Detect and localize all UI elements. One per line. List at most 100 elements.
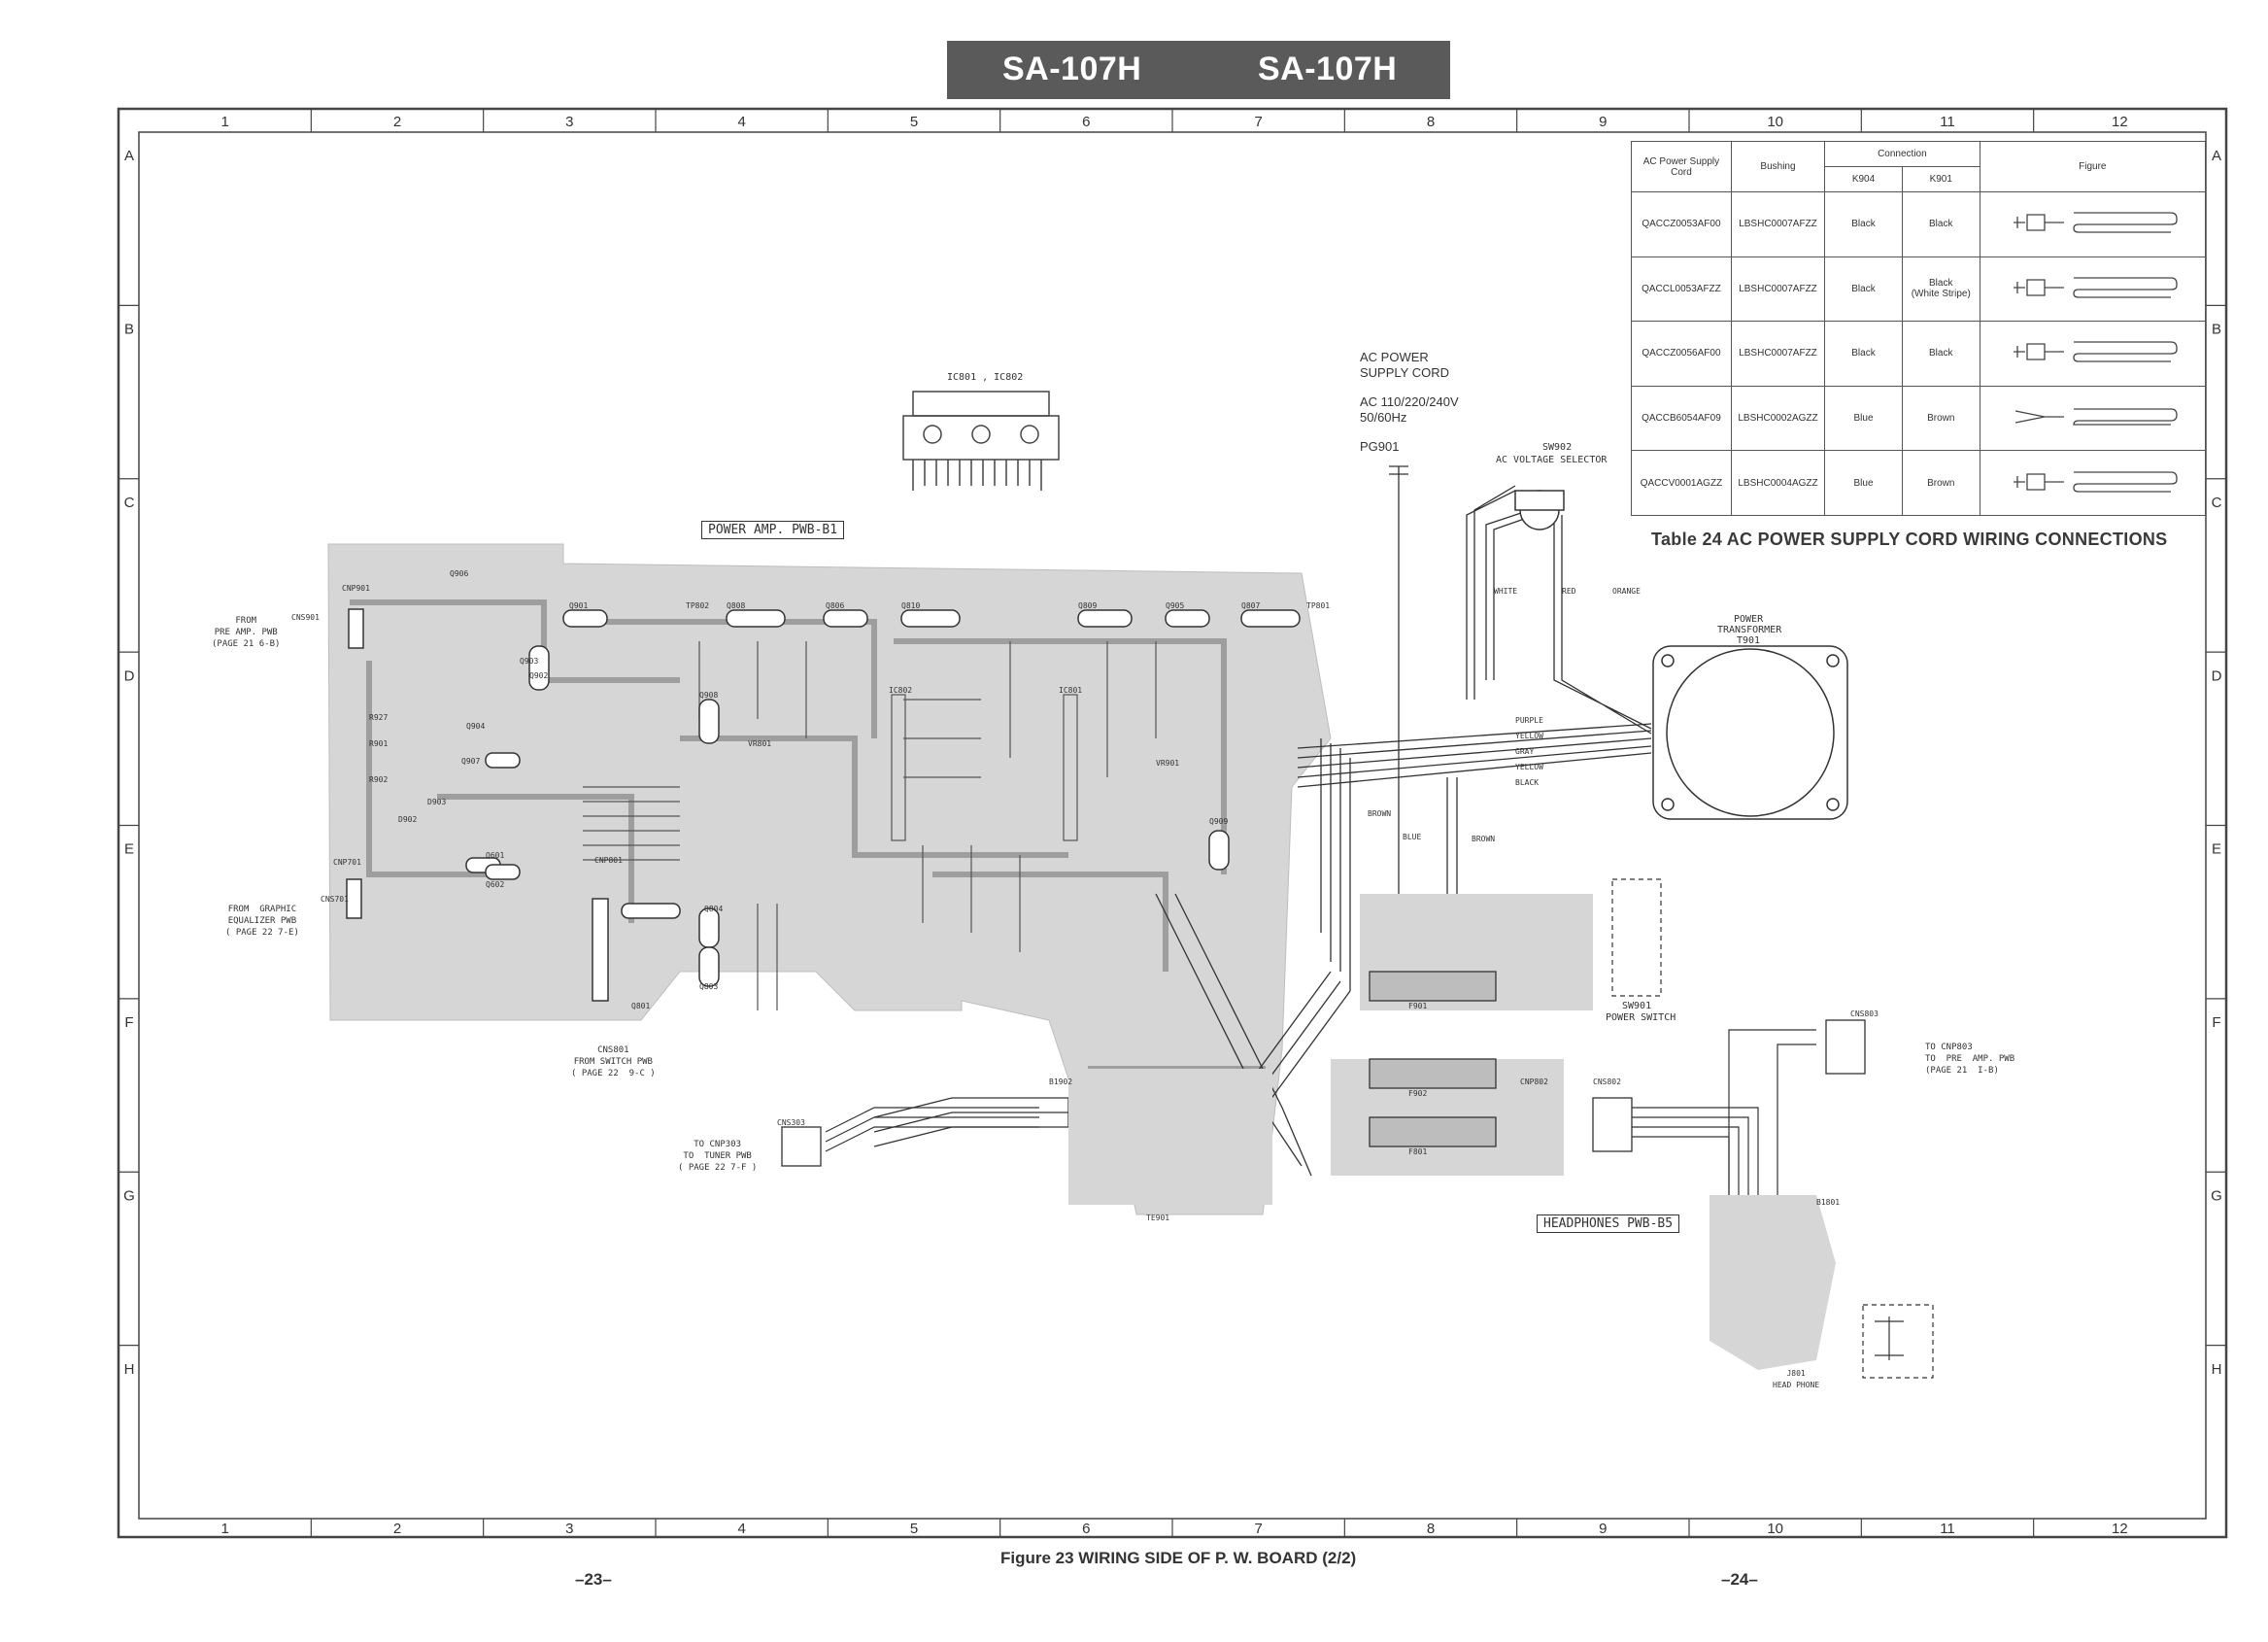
grid-row-label-left: B — [124, 322, 134, 338]
component-ref-label: Q907 — [461, 757, 481, 766]
wire-label-yellow-2: YELLOW — [1515, 763, 1543, 771]
component-ref-label: CNP802 — [1520, 1078, 1548, 1086]
component-ref-label: Q808 — [727, 601, 746, 610]
component-ref-label: Q807 — [1241, 601, 1261, 610]
grid-row-label-left: G — [123, 1187, 135, 1204]
component-ref-label: Q909 — [1209, 817, 1229, 826]
wire-label-gray: GRAY — [1515, 747, 1535, 756]
note-from-pre-amp: FROM PRE AMP. PWB (PAGE 21 6-B) — [212, 616, 281, 649]
component-ref-label: CNP801 — [594, 856, 623, 865]
th-figure: Figure — [1979, 141, 2207, 192]
ac-cord-title-2: SUPPLY CORD — [1360, 365, 1449, 380]
power-switch-box — [1611, 878, 1662, 997]
ac-cord-title-1: AC POWER — [1360, 350, 1429, 364]
title-banner — [947, 41, 1450, 99]
wire-label-red: RED — [1562, 587, 1576, 596]
component-ref-label: VR901 — [1156, 759, 1180, 768]
grid-column-label-top: 1 — [220, 114, 228, 130]
cell-cord: QACCV0001AGZZ — [1631, 450, 1732, 516]
component-ref-label: R902 — [369, 775, 389, 784]
ic-package-drawing — [902, 391, 1060, 491]
component-ref-label: Q803 — [699, 982, 719, 991]
component-ref-label: Q905 — [1166, 601, 1185, 610]
table-row: QACCL0053AFZZ LBSHC0007AFZZ Black Black … — [1631, 256, 2207, 323]
th-cord: AC Power Supply Cord — [1631, 141, 1732, 192]
cell-k901: Black (White Stripe) — [1901, 256, 1980, 323]
component-ref-label: Q602 — [486, 880, 505, 889]
wire-label-brown-2: BROWN — [1472, 835, 1496, 843]
grid-row-label-right: C — [2212, 495, 2222, 511]
grid-row-label-right: G — [2211, 1187, 2222, 1204]
plug-figure-icon — [2014, 212, 2178, 233]
cell-bushing: LBSHC0004AGZZ — [1730, 450, 1826, 516]
th-connection: Connection — [1824, 141, 1980, 167]
component-ref-label: TP802 — [686, 601, 710, 610]
bare-wire-figure-icon — [2015, 408, 2178, 426]
connector-wires — [825, 1029, 1816, 1214]
note-head-phone: J801 HEAD PHONE — [1773, 1369, 1820, 1389]
component-ref-label: Q801 — [631, 1002, 651, 1010]
component-ref-label: CNS303 — [777, 1118, 805, 1127]
wire-label-white: WHITE — [1494, 587, 1518, 596]
grid-column-label-bottom: 11 — [1940, 1521, 1955, 1537]
plug-figure-icon — [2014, 471, 2178, 493]
cell-k901: Black — [1901, 191, 1980, 257]
ac-cord-voltage: AC 110/220/240V — [1360, 394, 1459, 409]
grid-row-label-left: E — [124, 841, 134, 858]
grid-column-label-bottom: 9 — [1599, 1521, 1607, 1537]
grid-column-label-bottom: 10 — [1767, 1521, 1783, 1537]
component-ref-label: F801 — [1408, 1147, 1428, 1156]
transformer-label-2: TRANSFORMER — [1717, 625, 1782, 635]
cell-bushing: LBSHC0007AFZZ — [1730, 191, 1826, 257]
sw902-label: SW902 — [1542, 442, 1573, 453]
cell-cord: QACCZ0056AF00 — [1631, 321, 1732, 387]
headphones-board-label: HEADPHONES PWB-B5 — [1537, 1214, 1680, 1233]
grid-column-label-top: 7 — [1254, 114, 1262, 130]
note-to-pre-amp: TO CNP803 TO PRE AMP. PWB (PAGE 21 I-B) — [1925, 1043, 2015, 1076]
th-k901: K901 — [1901, 166, 1980, 192]
cell-k904: Black — [1824, 321, 1903, 387]
cell-k901: Brown — [1901, 450, 1980, 516]
component-ovals — [346, 608, 1301, 1002]
component-ref-label: Q904 — [466, 722, 486, 731]
component-ref-label: Q806 — [826, 601, 845, 610]
cell-cord: QACCL0053AFZZ — [1631, 256, 1732, 323]
cell-figure — [1979, 256, 2207, 323]
grid-row-label-right: B — [2212, 322, 2221, 338]
component-ref-label: IC801 — [1059, 686, 1083, 695]
grid-column-label-top: 12 — [2112, 114, 2128, 130]
note-to-tuner: TO CNP303 TO TUNER PWB ( PAGE 22 7-F ) — [678, 1140, 758, 1173]
grid-column-label-bottom: 8 — [1427, 1521, 1435, 1537]
grid-column-label-top: 9 — [1599, 114, 1607, 130]
cell-k901: Brown — [1901, 385, 1980, 452]
cell-cord: QACCB6054AF09 — [1631, 385, 1732, 452]
model-title-left: SA-107H — [1002, 51, 1142, 87]
component-ref-label: TP801 — [1306, 601, 1331, 610]
grid-column-label-top: 2 — [393, 114, 401, 130]
th-k904: K904 — [1824, 166, 1903, 192]
ac-cord-table: AC Power Supply Cord Bushing Connection … — [1631, 141, 2207, 516]
transformer-label-1: POWER — [1734, 614, 1764, 625]
grid-row-label-right: H — [2212, 1361, 2222, 1378]
ac-cord-frequency: 50/60Hz — [1360, 410, 1407, 425]
grid-column-label-bottom: 6 — [1082, 1521, 1090, 1537]
cell-figure — [1979, 450, 2207, 516]
cell-figure — [1979, 385, 2207, 452]
grid-column-label-top: 11 — [1940, 114, 1955, 130]
headphones-board — [1709, 1195, 1836, 1370]
power-switch-ref: SW901 — [1622, 1001, 1652, 1011]
wire-label-blue: BLUE — [1403, 833, 1422, 841]
board-details — [583, 641, 1157, 1010]
grid-row-label-left: D — [124, 667, 135, 684]
component-ref-label: Q809 — [1078, 601, 1098, 610]
grid-row-label-left: H — [124, 1361, 135, 1378]
power-amp-board-label: POWER AMP. PWB-B1 — [701, 521, 845, 539]
grid-column-label-bottom: 4 — [737, 1521, 745, 1537]
table-title: Table 24 AC POWER SUPPLY CORD WIRING CON… — [1651, 530, 2168, 549]
grid-row-label-left: A — [124, 148, 134, 164]
figure-caption: Figure 23 WIRING SIDE OF P. W. BOARD (2/… — [1000, 1549, 1357, 1567]
note-from-graphic-eq: FROM GRAPHIC EQUALIZER PWB ( PAGE 22 7-E… — [225, 905, 299, 938]
grid-row-label-right: F — [2212, 1014, 2220, 1031]
